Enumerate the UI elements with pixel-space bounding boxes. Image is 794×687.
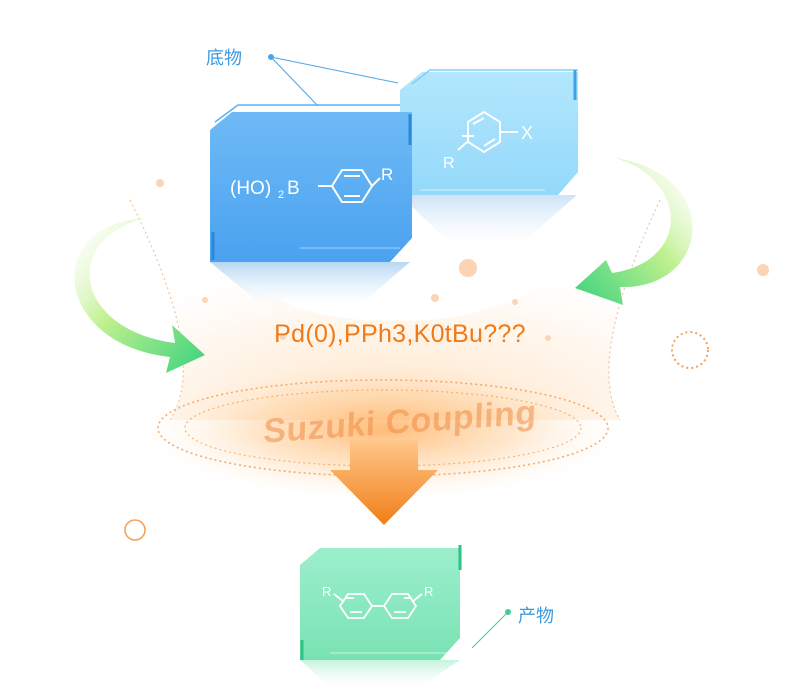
product-connector (471, 609, 511, 649)
biaryl-structure (333, 593, 423, 619)
orange-down-arrow (330, 440, 438, 525)
reaction-funnel (129, 199, 661, 500)
decorative-dots (156, 179, 769, 341)
boronic-acid-boron: B (287, 178, 300, 199)
green-arrow-left (74, 218, 205, 373)
product-label: 产物 (518, 606, 554, 627)
green-arrow-right (575, 158, 693, 305)
aryl-halide-structure (457, 110, 518, 154)
boronic-acid-subscript: 2 (278, 189, 284, 201)
boronic-acid-prefix: (HO) (230, 178, 271, 199)
boronic-acid-card (210, 104, 412, 305)
aryl-halide-card (400, 69, 578, 245)
boronic-acid-r: R (381, 165, 393, 184)
orange-ring-decoration-small (124, 519, 146, 541)
biaryl-r-right: R (424, 584, 433, 599)
aryl-halide-r: R (443, 155, 455, 172)
substrate-label: 底物 (206, 48, 242, 69)
orange-ring-decoration (671, 331, 709, 369)
boronic-acid-structure (318, 169, 381, 203)
substrate-connector (268, 54, 399, 107)
product-card (300, 545, 462, 687)
reagents-text: Pd(0),PPh3,K0tBu??? (274, 320, 526, 348)
aryl-halide-x: X (521, 123, 533, 143)
biaryl-r-left: R (322, 584, 331, 599)
